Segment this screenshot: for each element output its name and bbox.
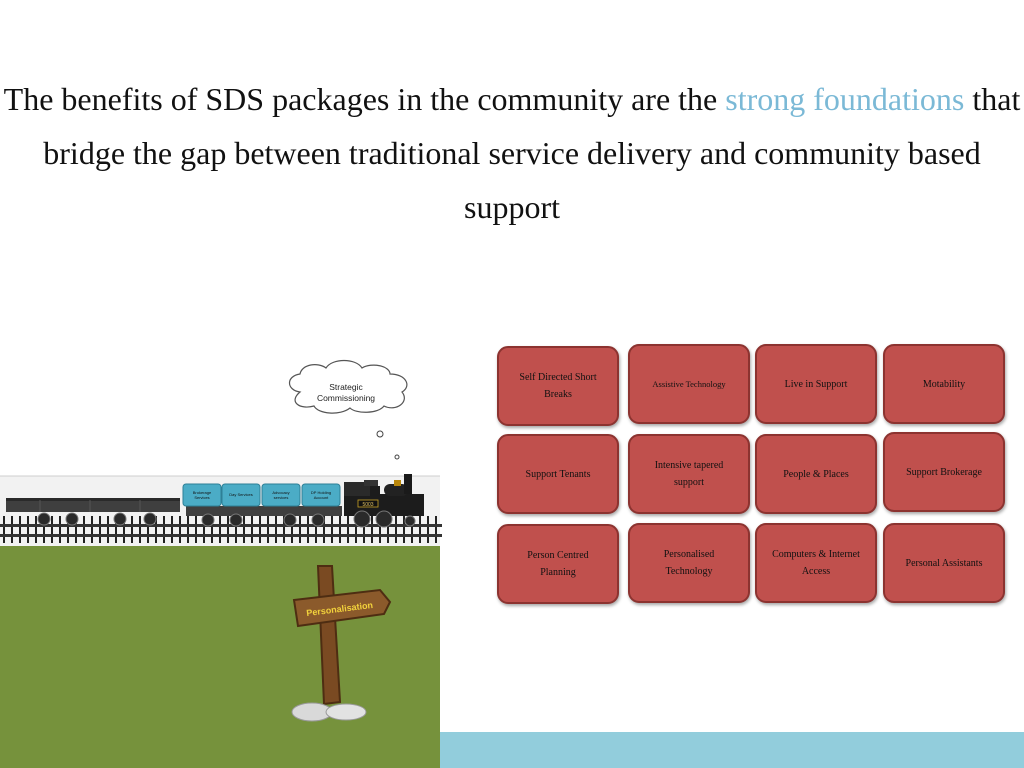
thought-cloud: Strategic Commissioning: [288, 359, 408, 460]
tile-label: Personal Assistants: [905, 557, 983, 569]
wagon-box-2: [221, 483, 261, 507]
tile-person-centred-planning: Person Centred Planning: [497, 524, 619, 604]
title-text-start: The benefits of SDS packages in the comm…: [3, 81, 726, 117]
train-illustration: Strategic Commissioning: [0, 359, 442, 722]
wagon-box-3-label-2: services: [274, 495, 289, 500]
wagon-box-1-label-1: Brokerage: [193, 490, 212, 495]
cloud-label-line2: Commissioning: [317, 393, 375, 403]
tile-people-and-places: People & Places: [755, 434, 877, 514]
tile-motability: Motability: [883, 344, 1005, 424]
wagon-box-1: [182, 483, 222, 507]
wagon-box-4-label-1: DP Holding: [311, 490, 331, 495]
signpost: Personalisation: [291, 565, 392, 722]
cloud-label-line1: Strategic: [329, 382, 363, 392]
slide-title: The benefits of SDS packages in the comm…: [0, 72, 1024, 234]
tile-support-brokerage: Support Brokerage: [883, 432, 1005, 512]
wagon-box-4-label-2: Account: [314, 495, 329, 500]
locomotive-number: 5003: [362, 502, 373, 508]
tile-intensive-tapered-support: Intensive tapered support: [628, 434, 750, 514]
tile-personalised-technology: Personalised Technology: [628, 523, 750, 603]
grass-field: [0, 545, 440, 768]
tile-computers-internet-access: Computers & Internet Access: [755, 523, 877, 603]
wagon-box-2-label-1: Day Services: [229, 492, 253, 497]
tile-label: Live in Support: [784, 378, 848, 390]
tile-self-directed-short-breaks: Self Directed Short Breaks: [497, 346, 619, 426]
flat-wagon: [6, 498, 180, 526]
tile-label: Motability: [922, 378, 966, 390]
wagon-box-3: [261, 483, 301, 507]
tile-label: Personalised Technology: [663, 549, 715, 577]
title-accent-text: strong foundations: [725, 81, 965, 117]
steam-locomotive: 5003: [344, 474, 424, 528]
tile-label: People & Places: [783, 468, 849, 480]
tile-live-in-support: Live in Support: [755, 344, 877, 424]
loaded-wagon: Brokerage Services Day Services Advocacy…: [182, 483, 342, 527]
tile-label: Person Centred Planning: [527, 550, 589, 578]
wagon-box-3-label-1: Advocacy: [272, 490, 289, 495]
tile-label: Self Directed Short Breaks: [519, 372, 597, 400]
tile-label: Support Tenants: [525, 468, 591, 480]
tile-label: Computers & Internet Access: [772, 549, 860, 577]
tile-label: Support Brokerage: [906, 466, 982, 478]
wagon-box-1-label-2: Services: [194, 495, 209, 500]
footer-accent-bar: [440, 732, 1024, 768]
wagon-box-4: [301, 483, 341, 507]
tile-label: Intensive tapered support: [654, 460, 724, 488]
tile-support-tenants: Support Tenants: [497, 434, 619, 514]
tile-personal-assistants: Personal Assistants: [883, 523, 1005, 603]
tile-assistive-technology: Assistive Technology: [628, 344, 750, 424]
tile-label: Assistive Technology: [652, 378, 726, 389]
title-text-end: that bridge the gap between traditional …: [43, 81, 1021, 225]
